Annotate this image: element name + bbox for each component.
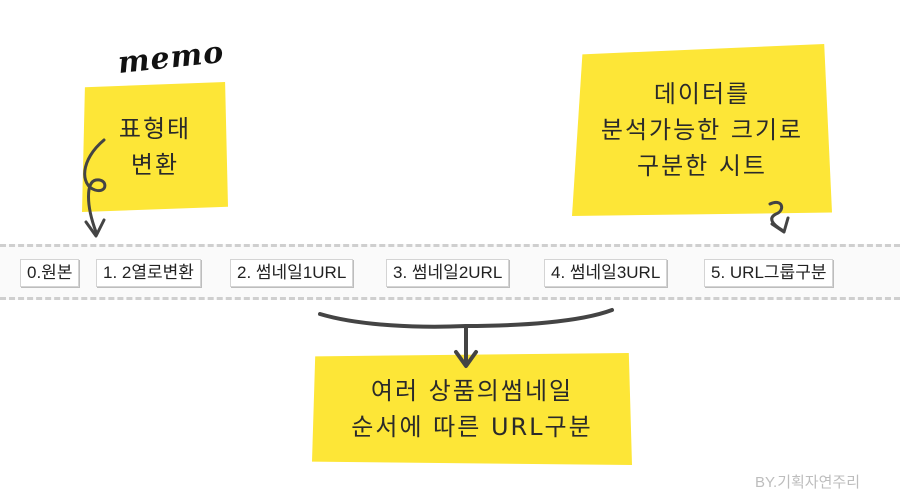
sheet-tab-bar: 0.원본 1. 2열로변환 2. 썸네일1URL 3. 썸네일2URL 4. 썸… [0,244,900,300]
right-arrowhead-icon [770,216,790,234]
sheet-tab-thumbnail2-url[interactable]: 3. 썸네일2URL [386,259,510,287]
sheet-tab-url-grouping[interactable]: 5. URL그룹구분 [704,259,834,287]
sheet-tab-original[interactable]: 0.원본 [20,259,80,287]
sheet-tab-thumbnail1-url[interactable]: 2. 썸네일1URL [230,259,354,287]
author-credit: BY.기획자연주리 [754,474,860,491]
sheet-tab-thumbnail3-url[interactable]: 4. 썸네일3URL [544,259,668,287]
sheet-tab-two-columns[interactable]: 1. 2열로변환 [96,259,201,287]
note-table-transform: 표형태 변환 [82,82,228,212]
memo-title: memo [116,34,226,81]
note-data-sheets: 데이터를 분석가능한 크기로 구분한 시트 [572,44,832,216]
left-arrowhead-icon [84,218,106,238]
bracket-curve-icon [318,308,614,329]
note-url-classification: 여러 상품의썸네일 순서에 따른 URL구분 [312,353,632,465]
